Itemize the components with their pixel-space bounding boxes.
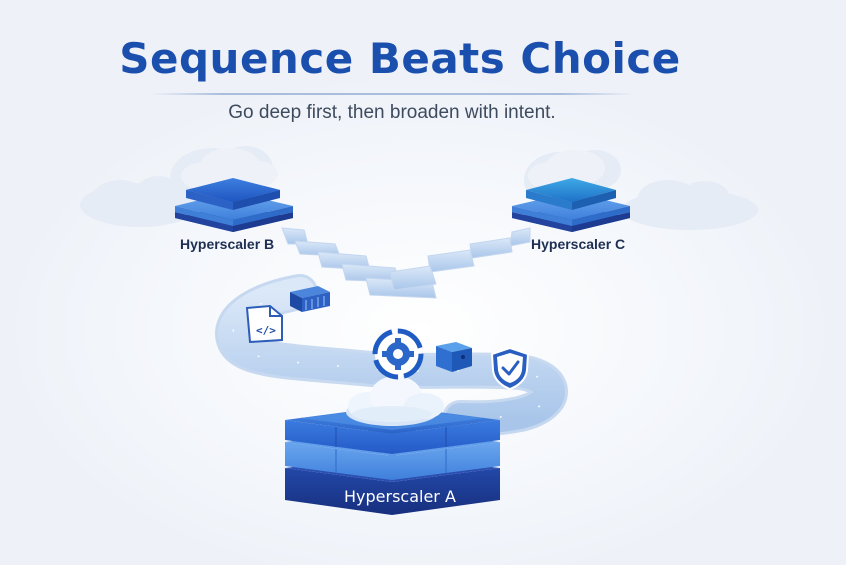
hyperscaler-a-platform bbox=[285, 376, 500, 515]
path-from-c bbox=[389, 227, 531, 291]
path-from-b bbox=[281, 227, 437, 299]
title-divider bbox=[150, 93, 634, 95]
package-box-icon bbox=[436, 342, 472, 372]
svg-text:</>: </> bbox=[256, 324, 276, 337]
code-file-icon: </> bbox=[245, 304, 283, 344]
hyperscaler-c-label: Hyperscaler C bbox=[531, 236, 626, 252]
gear-cycle-icon bbox=[372, 328, 424, 380]
hyperscaler-b-platform bbox=[175, 148, 293, 232]
server-rack-icon bbox=[290, 286, 330, 312]
hyperscaler-a-label: Hyperscaler A bbox=[344, 487, 456, 506]
cloud-icon bbox=[346, 376, 444, 426]
page-subtitle: Go deep first, then broaden with intent. bbox=[228, 102, 556, 123]
central-path bbox=[215, 274, 568, 437]
hyperscaler-b-label: Hyperscaler B bbox=[180, 236, 275, 252]
security-shield-icon bbox=[490, 346, 530, 391]
page-title: Sequence Beats Choice bbox=[119, 34, 681, 83]
hyperscaler-c-platform bbox=[512, 150, 630, 232]
